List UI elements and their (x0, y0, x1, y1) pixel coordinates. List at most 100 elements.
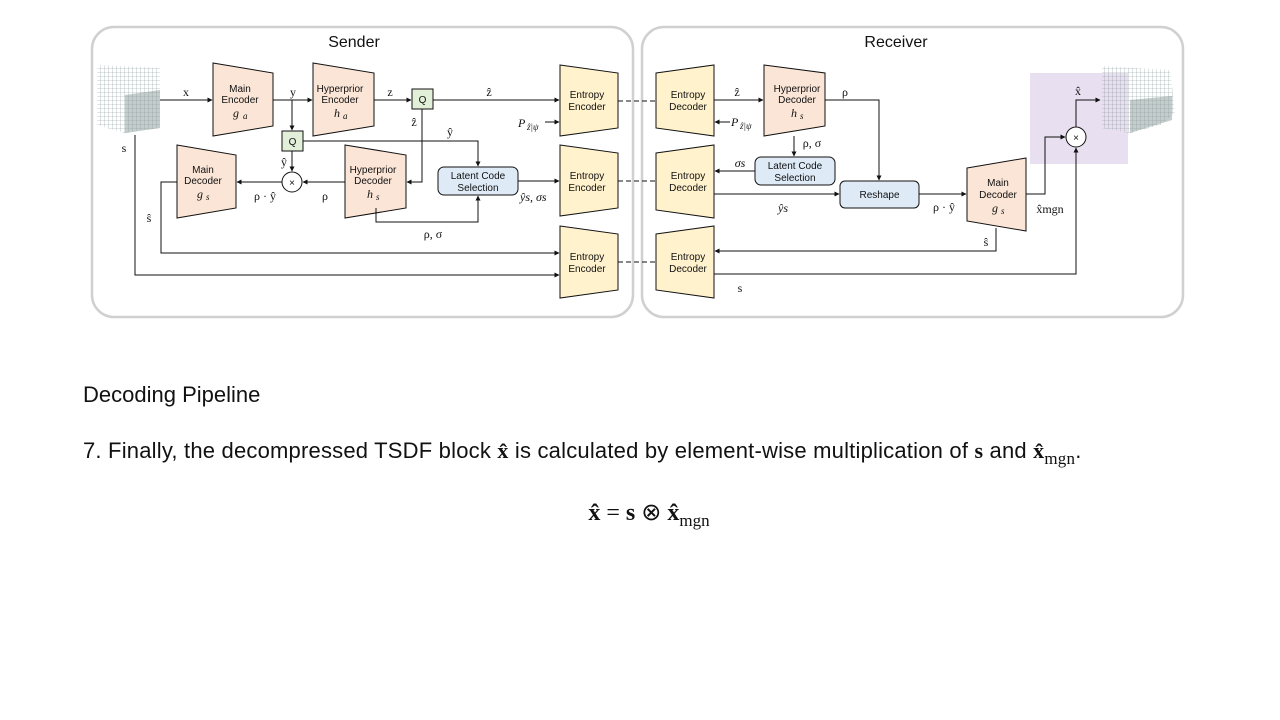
svg-text:Q: Q (419, 95, 427, 106)
svg-text:ẑ: ẑ (734, 85, 739, 99)
svg-text:g: g (233, 106, 239, 120)
svg-text:Decoder: Decoder (184, 176, 222, 187)
svg-text:ŷ: ŷ (281, 155, 287, 169)
main-encoder: Main Encoder g a (212, 62, 274, 137)
svg-text:x: x (183, 85, 189, 99)
reshape-block: Reshape (839, 180, 920, 209)
sender-multiply-node: × (281, 171, 303, 193)
svg-text:a: a (243, 111, 248, 121)
output-tsdf-block-image (1102, 66, 1175, 133)
svg-text:Main: Main (192, 165, 214, 176)
svg-text:Entropy: Entropy (570, 252, 604, 263)
svg-text:ρ, σ: ρ, σ (424, 227, 443, 241)
svg-text:Q: Q (289, 137, 297, 148)
svg-text:ŷ: ŷ (447, 125, 453, 139)
entropy-decoder-3: Entropy Decoder (655, 225, 715, 299)
svg-text:h: h (791, 106, 797, 120)
step-7-description: 7. Finally, the decompressed TSDF block … (83, 438, 1082, 468)
svg-text:Entropy: Entropy (671, 171, 705, 182)
svg-text:ŷs, σs: ŷs, σs (519, 190, 547, 204)
svg-text:ẑ: ẑ (411, 115, 416, 129)
svg-text:Main: Main (987, 178, 1009, 189)
svg-text:Decoder: Decoder (778, 95, 816, 106)
svg-text:Hyperprior: Hyperprior (774, 84, 821, 95)
receiver-hyperprior-decoder: Hyperprior Decoder h s (763, 64, 826, 137)
receiver-connections (714, 97, 1101, 275)
svg-text:Entropy: Entropy (570, 90, 604, 101)
entropy-decoder-2: Entropy Decoder (655, 144, 715, 219)
svg-text:Encoder: Encoder (568, 264, 606, 275)
section-heading: Decoding Pipeline (83, 382, 261, 407)
svg-text:Hyperprior: Hyperprior (350, 165, 397, 176)
quantizer-mid: Q (281, 130, 304, 152)
svg-text:z: z (387, 85, 392, 99)
svg-text:Decoder: Decoder (354, 176, 392, 187)
svg-text:Encoder: Encoder (321, 95, 359, 106)
svg-text:Entropy: Entropy (570, 171, 604, 182)
svg-text:Latent Code: Latent Code (768, 161, 823, 172)
svg-text:h: h (334, 106, 340, 120)
svg-text:Hyperprior: Hyperprior (317, 84, 364, 95)
sender-connections (134, 97, 560, 278)
svg-text:ŝ: ŝ (147, 211, 152, 225)
svg-text:Decoder: Decoder (669, 102, 707, 113)
sender-hyperprior-decoder: Hyperprior Decoder h s (344, 144, 407, 219)
svg-text:ŝ: ŝ (984, 235, 989, 249)
receiver-latent-code-selection: Latent Code Selection (754, 156, 836, 186)
svg-text:g: g (992, 201, 998, 215)
svg-text:P: P (517, 116, 526, 130)
svg-text:Encoder: Encoder (568, 183, 606, 194)
svg-text:ρ · ŷ: ρ · ŷ (933, 200, 955, 214)
svg-text:Selection: Selection (457, 183, 498, 194)
entropy-encoder-2: Entropy Encoder (559, 144, 619, 217)
svg-text:Entropy: Entropy (671, 252, 705, 263)
svg-text:ρ · ŷ: ρ · ŷ (254, 189, 276, 203)
svg-text:s: s (1001, 206, 1005, 216)
diagram-labels: x y z ẑ ẑ ŷ ŷ s ŝ ρ · ŷ ρ ρ, σ P ẑ|ψ ŷs,… (122, 84, 1081, 295)
decoding-equation: x̂ = s ⊗ x̂mgn (588, 500, 710, 530)
svg-text:a: a (343, 111, 348, 121)
svg-text:ẑ|ψ: ẑ|ψ (526, 122, 539, 132)
entropy-encoder-3: Entropy Encoder (559, 225, 619, 299)
input-tsdf-block-image (97, 65, 160, 133)
architecture-diagram: Sender Receiver Main Encoder g a Hyperpr… (90, 25, 1185, 319)
svg-text:Entropy: Entropy (671, 90, 705, 101)
svg-text:ρ, σ: ρ, σ (803, 136, 822, 150)
svg-text:×: × (1073, 133, 1079, 144)
svg-text:Latent Code: Latent Code (451, 171, 506, 182)
svg-text:y: y (290, 85, 296, 99)
svg-text:s: s (206, 192, 210, 202)
svg-text:P: P (730, 115, 739, 129)
hyperprior-encoder: Hyperprior Encoder h a (312, 62, 375, 137)
svg-text:x̂: x̂ (1075, 84, 1081, 98)
transmission-lines (618, 100, 656, 263)
svg-text:g: g (197, 187, 203, 201)
sender-title: Sender (328, 34, 380, 51)
svg-text:σs: σs (735, 156, 746, 170)
svg-text:ẑ|ψ: ẑ|ψ (739, 121, 752, 131)
svg-text:x̂mgn: x̂mgn (1036, 202, 1063, 216)
svg-text:Decoder: Decoder (669, 183, 707, 194)
svg-text:Decoder: Decoder (669, 264, 707, 275)
svg-text:s: s (738, 281, 743, 295)
quantizer-top: Q (411, 88, 434, 110)
svg-text:s: s (376, 192, 380, 202)
svg-text:Selection: Selection (774, 173, 815, 184)
svg-text:s: s (122, 141, 127, 155)
svg-text:Encoder: Encoder (568, 102, 606, 113)
sender-latent-code-selection: Latent Code Selection (437, 166, 519, 196)
svg-text:s: s (800, 111, 804, 121)
svg-text:ŷs: ŷs (777, 201, 788, 215)
entropy-encoder-1: Entropy Encoder (559, 64, 619, 137)
sender-main-decoder: Main Decoder g s (176, 144, 237, 219)
receiver-main-decoder: Main Decoder g s (966, 157, 1027, 232)
svg-text:h: h (367, 187, 373, 201)
svg-text:Main: Main (229, 84, 251, 95)
svg-text:Decoder: Decoder (979, 190, 1017, 201)
svg-text:ρ: ρ (322, 189, 328, 203)
svg-text:ẑ: ẑ (486, 85, 491, 99)
svg-text:Encoder: Encoder (221, 95, 259, 106)
receiver-multiply-node: × (1065, 126, 1087, 148)
entropy-decoder-1: Entropy Decoder (655, 64, 715, 137)
svg-text:Reshape: Reshape (859, 190, 899, 201)
